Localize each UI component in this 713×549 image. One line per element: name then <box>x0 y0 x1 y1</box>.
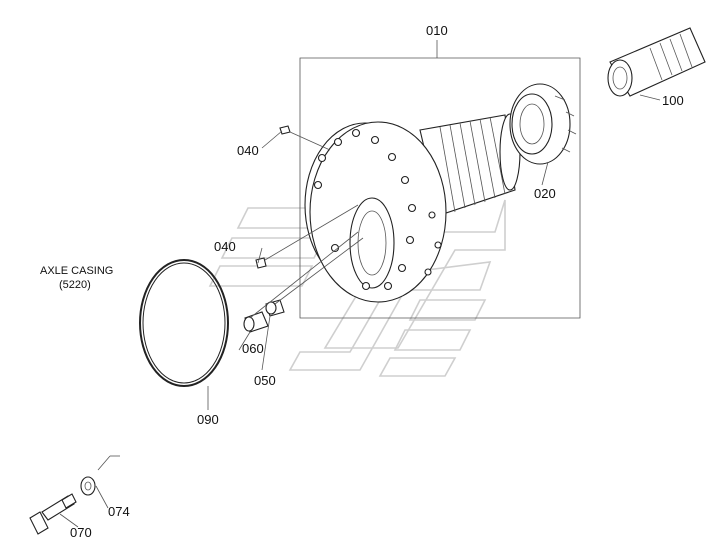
fitting-050 <box>243 311 269 333</box>
plug-040-upper <box>279 125 291 135</box>
label-axle-casing: AXLE CASING <box>40 265 113 277</box>
flange-bolt-holes <box>313 128 442 291</box>
label-axle-casing-ref: (5220) <box>59 279 91 291</box>
label-090: 090 <box>197 412 219 427</box>
bearing-020 <box>509 83 577 165</box>
leader-lines <box>59 94 661 528</box>
label-010: 010 <box>426 23 448 38</box>
label-100: 100 <box>662 93 684 108</box>
part-labels: 010 100 020 040 040 060 050 090 070 074 … <box>40 23 684 540</box>
fitting-060 <box>265 299 285 317</box>
label-060: 060 <box>242 341 264 356</box>
label-050: 050 <box>254 373 276 388</box>
wheel-hub-010 <box>304 113 521 303</box>
label-074: 074 <box>108 504 130 519</box>
bolt-070 <box>29 493 77 535</box>
watermark-logo <box>208 199 506 377</box>
spline-shaft-100 <box>607 27 706 97</box>
label-040-lower: 040 <box>214 239 236 254</box>
washer-074 <box>80 476 96 496</box>
assembly-010-bracket <box>299 40 581 319</box>
o-ring-090 <box>139 259 229 387</box>
label-070: 070 <box>70 525 92 540</box>
label-020: 020 <box>534 186 556 201</box>
plug-040-lower <box>255 257 267 269</box>
label-040-upper: 040 <box>237 143 259 158</box>
